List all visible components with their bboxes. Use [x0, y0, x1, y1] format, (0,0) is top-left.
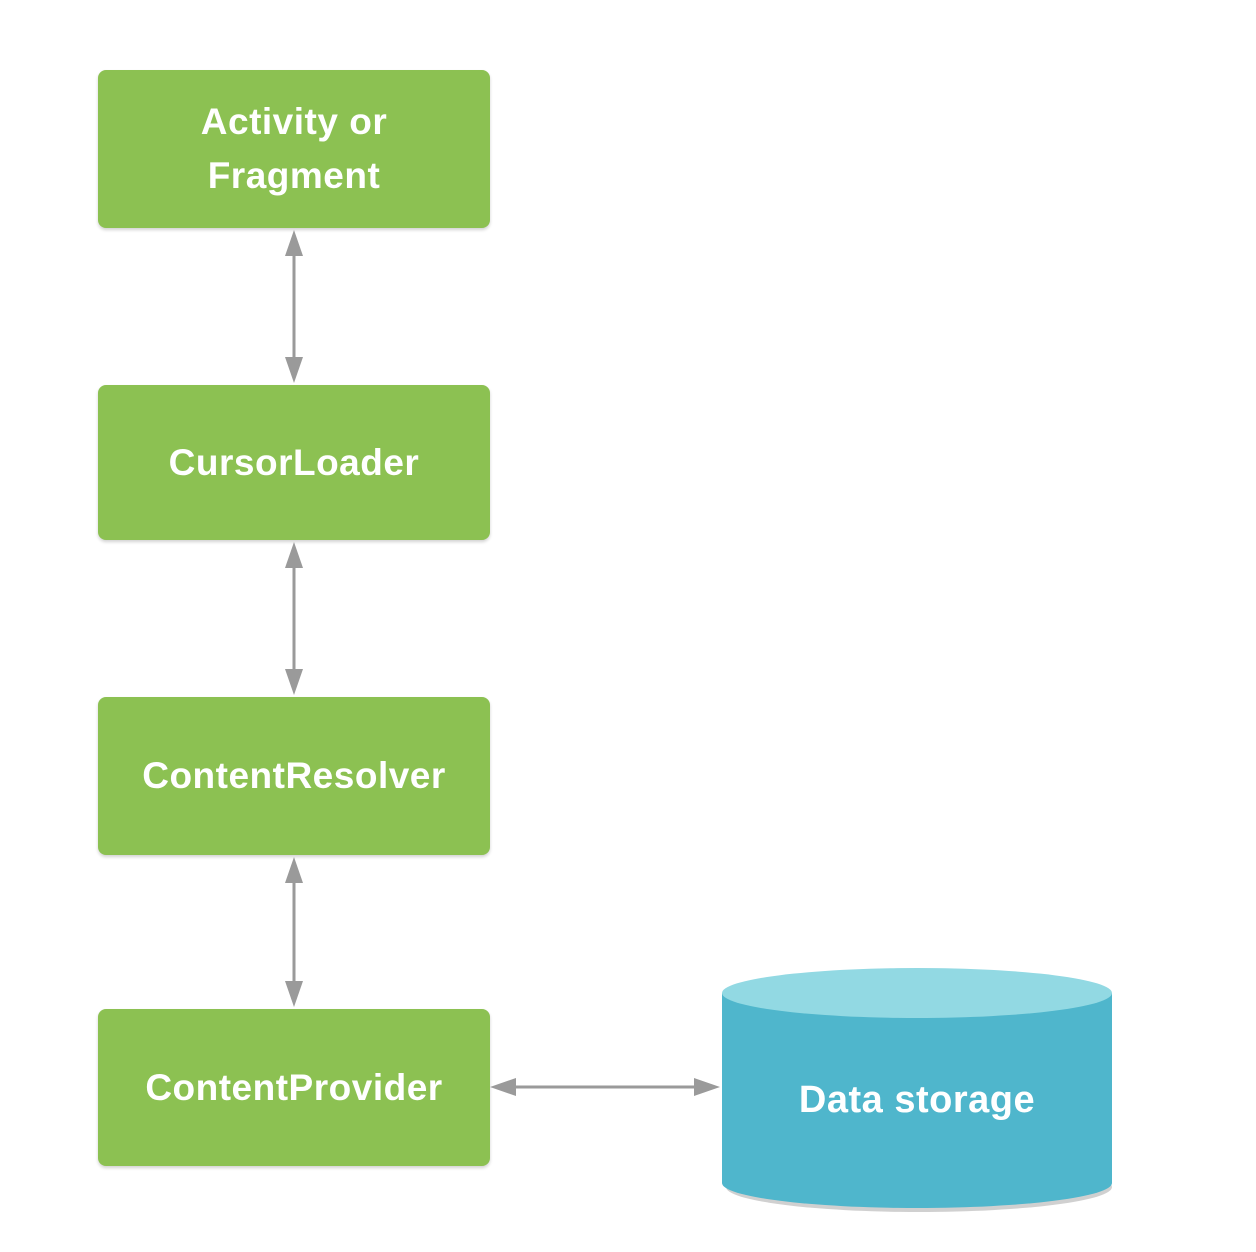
double-arrow-horizontal-icon — [490, 1078, 720, 1096]
arrow-contentresolver-to-contentprovider — [272, 855, 316, 1009]
node-contentprovider-label: ContentProvider — [145, 1066, 443, 1108]
double-arrow-vertical-icon — [285, 857, 303, 1007]
arrow-cursorloader-to-contentresolver — [272, 540, 316, 697]
database-cylinder-icon — [722, 968, 1112, 1212]
node-data-storage: Data storage — [722, 968, 1112, 1212]
arrow-activity-to-cursorloader — [272, 228, 316, 385]
double-arrow-vertical-icon — [285, 542, 303, 695]
node-contentprovider: ContentProvider — [98, 1009, 490, 1166]
node-activity-or-fragment: Activity or Fragment — [98, 70, 490, 228]
node-activity-or-fragment-label: Activity or Fragment — [200, 101, 388, 196]
double-arrow-vertical-icon — [285, 230, 303, 383]
node-data-storage-label: Data storage — [798, 1079, 1036, 1121]
arrow-contentprovider-to-datastorage — [488, 1067, 722, 1107]
node-contentresolver-label: ContentResolver — [142, 755, 446, 797]
node-cursorloader-label: CursorLoader — [168, 441, 420, 483]
node-contentresolver: ContentResolver — [98, 697, 490, 855]
node-cursorloader: CursorLoader — [98, 385, 490, 540]
